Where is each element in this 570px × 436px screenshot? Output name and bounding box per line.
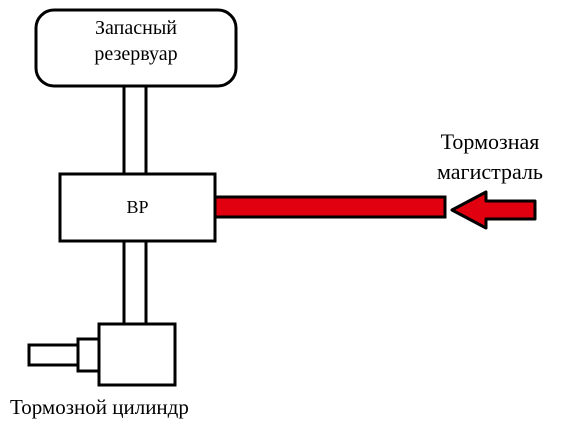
pipe-reservoir-valve [122, 84, 148, 176]
reservoir-label-line1: Запасный [95, 17, 177, 39]
cylinder-label: Тормозной цилиндр [10, 395, 189, 419]
brake-line-label-line2: магистраль [437, 159, 543, 184]
brake-line-arrow-icon [450, 190, 537, 230]
reservoir-label: Запасный резервуар [36, 15, 236, 67]
valve-label: ВР [126, 197, 149, 217]
cylinder-body [97, 322, 177, 387]
reservoir-label-line2: резервуар [94, 43, 178, 65]
brake-line-label-line1: Тормозная [440, 129, 540, 154]
pipe-valve-cylinder [122, 239, 148, 326]
brake-line-label: Тормозная магистраль [410, 127, 570, 187]
cylinder-rod-end [27, 343, 80, 367]
cylinder-rod [76, 337, 101, 373]
brake-line-pipe [213, 195, 447, 219]
